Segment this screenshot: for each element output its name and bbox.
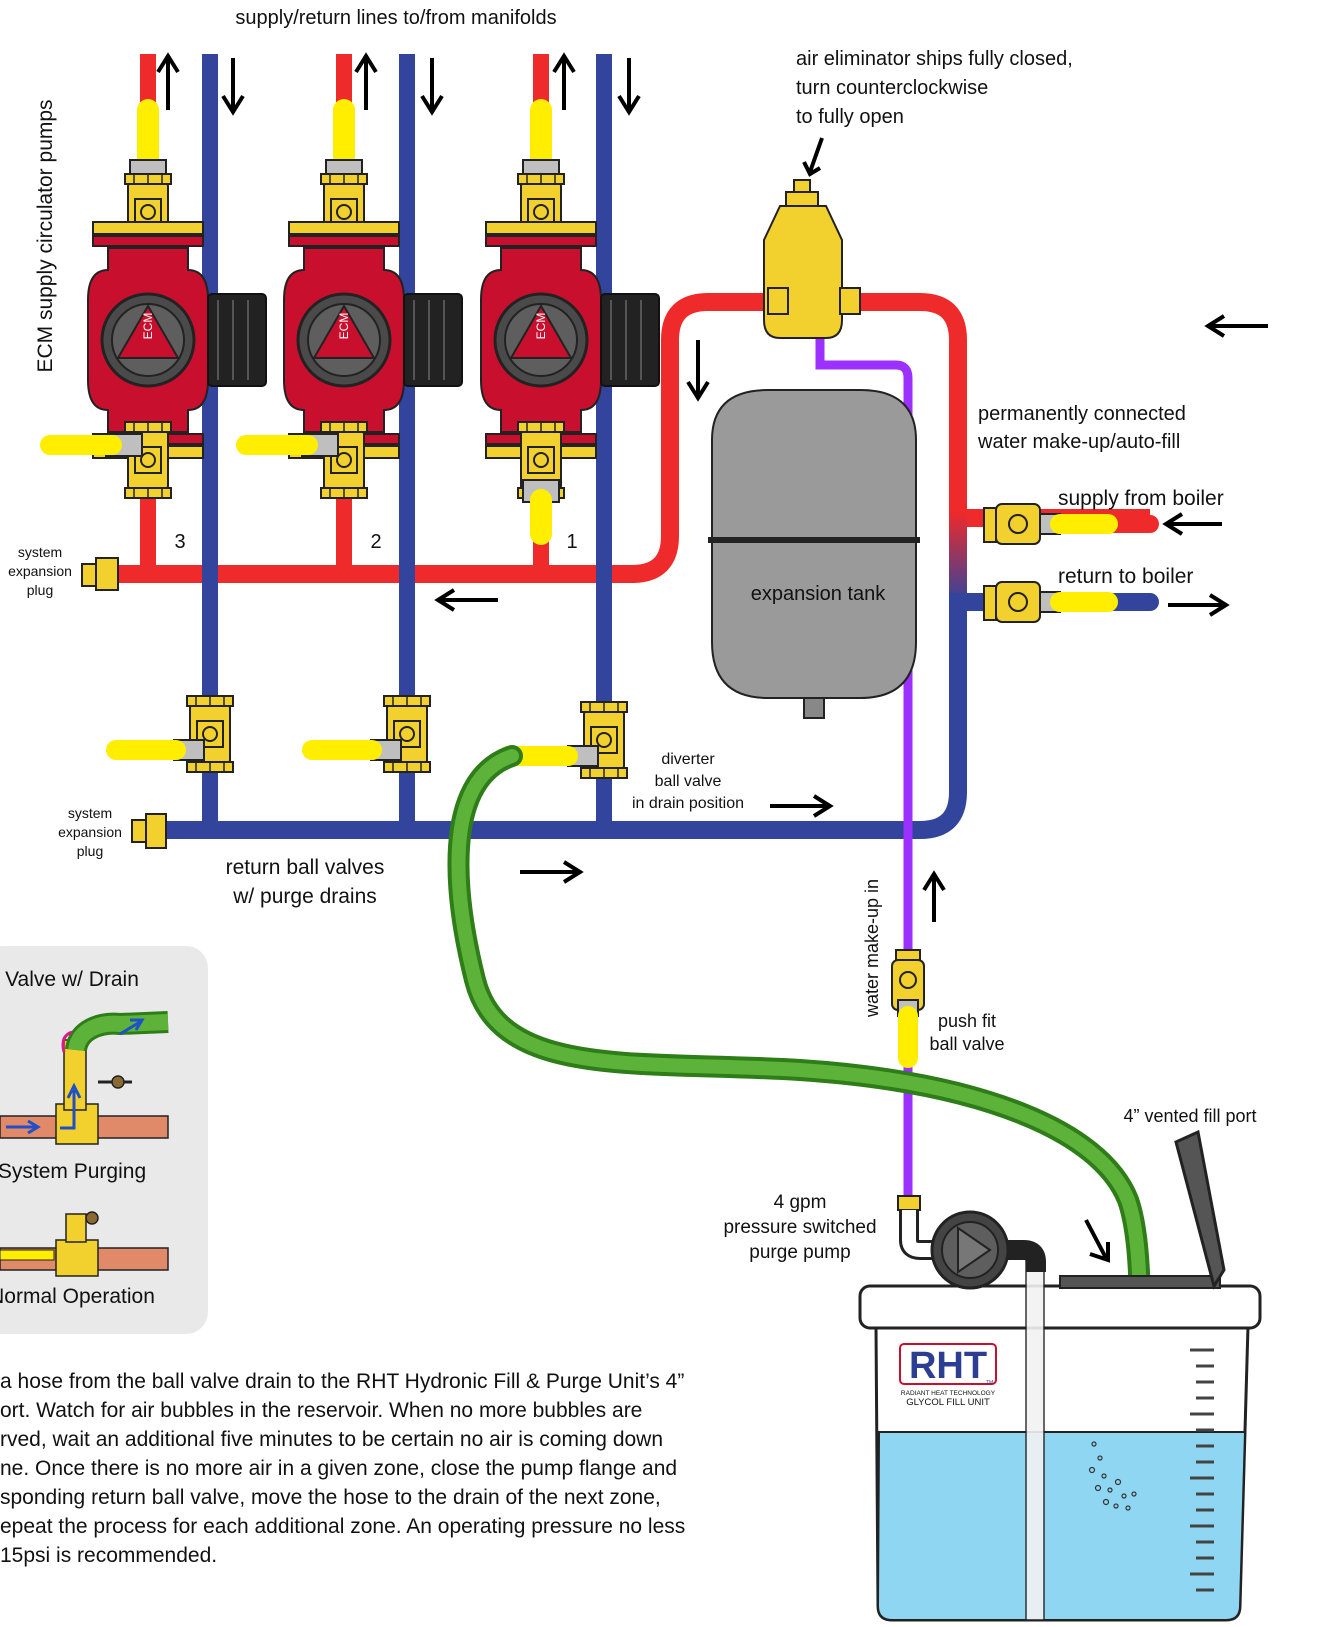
instruction-line: epeat the process for each additional zo… (0, 1515, 685, 1538)
valve-drain-inset: Valve w/ Drain System Purging Normal Ope… (0, 946, 208, 1334)
return-plug-label-2: expansion (58, 824, 122, 840)
supply-plug-label-2: expansion (8, 563, 72, 579)
instruction-line: ne. Once there is no more air in a given… (0, 1457, 677, 1480)
water-makeup-label: water make-up in (862, 879, 882, 1018)
rht-logo-text: RHT (909, 1345, 987, 1387)
return-plug-label-1: system (68, 805, 112, 821)
fill-purge-unit (858, 1129, 1262, 1622)
purge-pump-label-3: purge pump (749, 1242, 850, 1263)
return-expansion-plug (131, 813, 167, 849)
return-ball-valve-3[interactable] (106, 695, 234, 773)
instruction-line: ort. Watch for air bubbles in the reserv… (0, 1399, 642, 1422)
air-elim-label-1: air eliminator ships fully closed, (796, 48, 1073, 70)
flow-arrows-top (156, 52, 641, 116)
top-label: supply/return lines to/from manifolds (235, 7, 556, 29)
supply-plug-label-3: plug (27, 582, 53, 598)
return-valves-label-1: return ball valves (226, 856, 385, 879)
rht-sub2: GLYCOL FILL UNIT (906, 1397, 990, 1408)
return-plug-label-3: plug (77, 843, 103, 859)
zone-number-3: 3 (174, 531, 185, 553)
diverter-ball-valve[interactable] (498, 701, 628, 779)
air-elim-label-2: turn counterclockwise (796, 77, 988, 99)
supply-boiler-valve[interactable] (983, 503, 1118, 545)
inset-title: Valve w/ Drain (5, 968, 139, 991)
right-riser-transition (949, 512, 967, 602)
push-fit-ball-valve[interactable] (891, 949, 925, 1068)
instruction-line: 15psi is recommended. (0, 1544, 217, 1567)
zone-number-1: 1 (566, 531, 577, 553)
pushfit-label-1: push fit (938, 1011, 996, 1031)
rht-logo: RHT TM RADIANT HEAT TECHNOLOGY GLYCOL FI… (899, 1343, 997, 1408)
pumps-vertical-label: ECM supply circulator pumps (34, 99, 57, 372)
supply-plug-label-1: system (18, 544, 62, 560)
instructions-text: a hose from the ball valve drain to the … (0, 1370, 685, 1567)
instruction-line: sponding return ball valve, move the hos… (0, 1486, 661, 1509)
expansion-tank (708, 389, 920, 719)
pump-badge-2: ECM (337, 313, 351, 340)
instruction-line: a hose from the ball valve drain to the … (0, 1370, 684, 1393)
return-boiler-valve[interactable] (983, 581, 1118, 623)
return-valves-label-2: w/ purge drains (232, 885, 377, 908)
return-boiler-label: return to boiler (1058, 565, 1193, 588)
pump-station-3 (40, 99, 268, 499)
inset-purging-label: System Purging (0, 1160, 146, 1183)
supply-boiler-label: supply from boiler (1058, 487, 1224, 510)
pump-station-2 (236, 99, 464, 499)
expansion-tank-label: expansion tank (751, 583, 887, 605)
supply-expansion-plug (81, 557, 119, 591)
purge-hose-inner (451, 749, 1149, 1457)
diverter-label-1: diverter (661, 751, 715, 768)
rht-sub1: RADIANT HEAT TECHNOLOGY (901, 1390, 996, 1397)
diverter-label-3: in drain position (632, 795, 744, 812)
air-elim-label-3: to fully open (796, 106, 904, 128)
zone-number-2: 2 (370, 531, 381, 553)
makeup-label-1: permanently connected (978, 403, 1186, 425)
air-eliminator (763, 179, 861, 339)
makeup-line (815, 330, 913, 1200)
pump-station-1 (479, 99, 661, 545)
makeup-label-2: water make-up/auto-fill (977, 431, 1180, 453)
inset-normal-label: Normal Operation (0, 1285, 155, 1308)
instruction-line: rved, wait an additional five minutes to… (0, 1428, 663, 1451)
return-ball-valve-2[interactable] (302, 695, 431, 773)
vented-port-label: 4” vented fill port (1123, 1106, 1256, 1126)
purge-pump (897, 1195, 1046, 1290)
rht-tm: TM (986, 1380, 993, 1386)
pump-badge-3: ECM (141, 313, 155, 340)
diverter-label-2: ball valve (655, 773, 722, 790)
purge-pump-label-2: pressure switched (723, 1217, 876, 1238)
pushfit-label-2: ball valve (929, 1034, 1004, 1054)
purge-pump-label-1: 4 gpm (774, 1192, 827, 1213)
pump-badge-1: ECM (534, 313, 548, 340)
